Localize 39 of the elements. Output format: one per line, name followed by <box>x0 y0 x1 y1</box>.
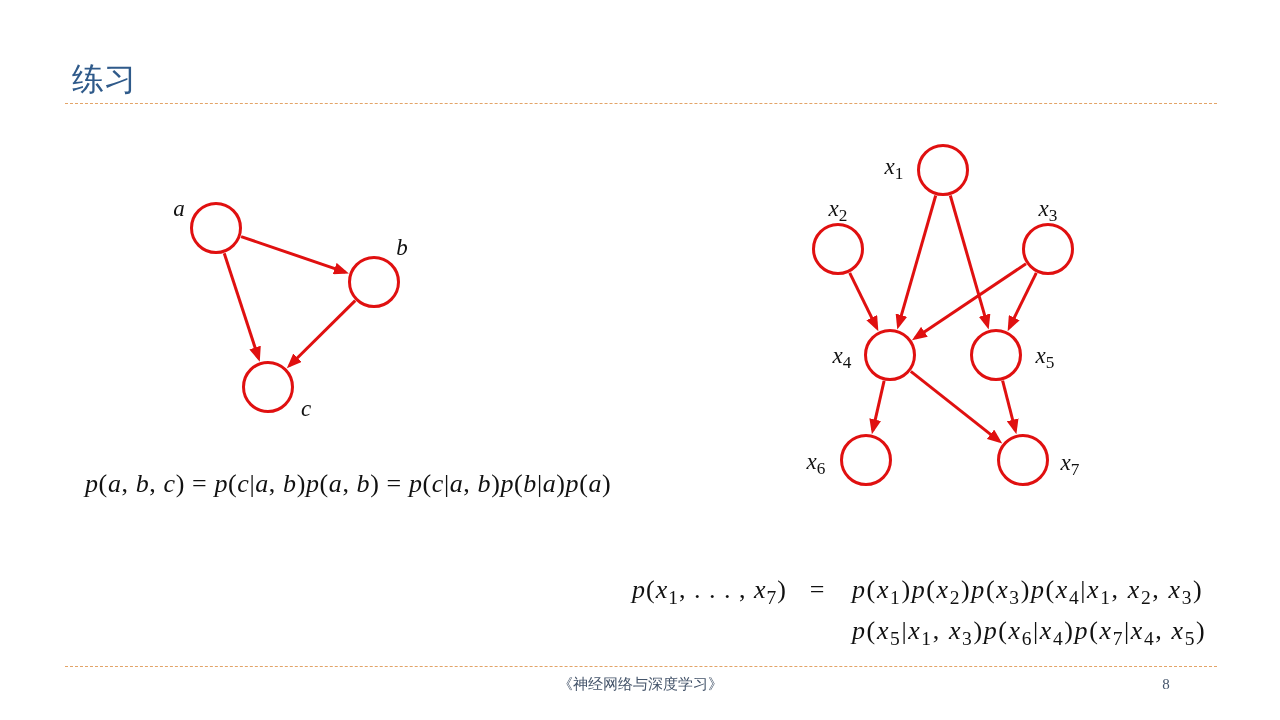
arrow <box>1007 272 1038 332</box>
variable-label: x$_{3}$ <box>1038 197 1058 221</box>
variable-label: c <box>300 397 312 421</box>
arrow <box>286 299 357 369</box>
variable-label: x$_{1}$ <box>884 155 904 179</box>
equation: = <box>809 575 825 605</box>
arrow <box>1001 380 1019 435</box>
circle-node <box>970 329 1022 381</box>
variable-label: x$_{6}$ <box>806 450 826 474</box>
variable-label: x$_{5}$ <box>1035 344 1055 368</box>
circle-node <box>190 202 242 254</box>
arrow <box>222 252 261 362</box>
variable-label: x$_{2}$ <box>828 197 848 221</box>
circle-node <box>812 223 864 275</box>
equation: p(a, b, c) = p(c|a, b)p(a, b) = p(c|a, b)p(b|a)p(a) <box>85 469 612 499</box>
arrow <box>869 380 886 435</box>
circle-node <box>348 256 400 308</box>
circle-node <box>242 361 294 413</box>
circle-node <box>840 434 892 486</box>
variable-label: x$_{7}$ <box>1060 451 1080 475</box>
variable-label: b <box>396 236 408 260</box>
variable-label: a <box>173 197 185 221</box>
arrow <box>909 370 1003 444</box>
arrow <box>948 195 991 330</box>
arrow <box>895 195 938 330</box>
circle-node <box>864 329 916 381</box>
variable-label: x$_{4}$ <box>832 344 852 368</box>
circle-node <box>917 144 969 196</box>
equation: p(x$_{1}$)p(x$_{2}$)p(x$_{3}$)p(x$_{4}$|x$_{1}$, x$_{2}$, x$_{3}$) <box>852 575 1204 605</box>
page-number: 8 <box>1162 675 1170 693</box>
equation: p(x$_{1}$, . . . , x$_{7}$) <box>632 575 787 605</box>
circle-node <box>997 434 1049 486</box>
circle-node <box>1022 223 1074 275</box>
equation: p(x$_{5}$|x$_{1}$, x$_{3}$)p(x$_{6}$|x$_{4}$)p(x$_{7}$|x$_{4}$, x$_{5}$) <box>852 616 1207 646</box>
footer-text: 《神经网络与深度学习》 <box>557 675 723 693</box>
arrow <box>240 235 349 275</box>
arrow <box>848 272 879 332</box>
slide-title: 练习 <box>72 60 136 98</box>
arrow <box>912 262 1027 341</box>
